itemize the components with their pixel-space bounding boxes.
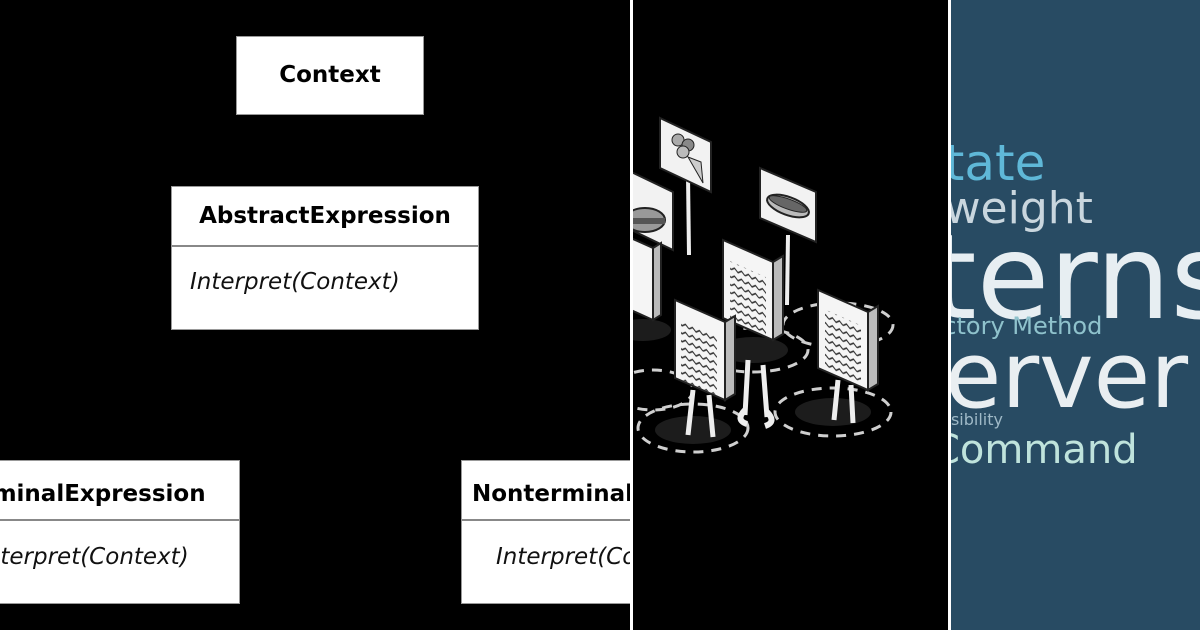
context-class-box: Context: [236, 36, 424, 115]
nonterminal-expression-operation: Interpret(Context): [496, 544, 630, 570]
word-observer: Observer: [951, 322, 1189, 429]
context-class-title: Context: [279, 62, 381, 88]
marching-documents-illustration: [633, 116, 895, 454]
document-character: [817, 288, 879, 424]
word-patterns: Patterns: [951, 208, 1200, 346]
uml-diagram-panel: Context AbstractExpression Interpret(Con…: [0, 0, 630, 630]
terminal-expression-divider: [0, 519, 239, 521]
word-factory-method: Factory Method: [951, 312, 1103, 340]
terminal-expression-title: TerminalExpression: [0, 481, 206, 507]
document-character: [674, 298, 736, 438]
abstract-expression-divider: [172, 245, 478, 247]
hot-dog-sign-icon: [759, 166, 817, 306]
terminal-expression-class-box: TerminalExpression Interpret(Context): [0, 460, 240, 604]
terminal-expression-operation: Interpret(Context): [0, 544, 189, 570]
abstract-expression-operation: Interpret(Context): [190, 269, 400, 295]
word-command: Command: [951, 427, 1138, 473]
word-state: State: [951, 134, 1046, 192]
abstract-expression-title: AbstractExpression: [199, 203, 451, 229]
abstract-expression-class-box: AbstractExpression Interpret(Context): [171, 186, 479, 330]
nonterminal-expression-divider: [462, 519, 630, 521]
burger-sign-icon: [633, 171, 674, 252]
document-character: [633, 237, 662, 322]
nonterminal-expression-class-box: NonterminalExpression Interpret(Context): [461, 460, 630, 604]
ice-cream-sign-icon: [659, 116, 712, 256]
word-chain-of-responsibility: Chain of Responsibility: [951, 410, 1003, 429]
word-cloud-panel: State Flyweight Patterns Factory Method …: [951, 0, 1200, 630]
illustration-panel: [633, 0, 948, 630]
word-flyweight: Flyweight: [951, 183, 1093, 234]
nonterminal-expression-title: NonterminalExpression: [472, 481, 630, 507]
